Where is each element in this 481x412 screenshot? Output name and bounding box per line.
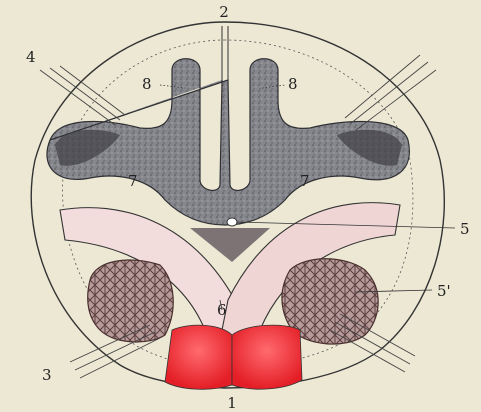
label-right-lateral: 5' (437, 282, 451, 300)
central-canal (227, 218, 237, 226)
pyramid-right (232, 325, 302, 389)
label-wing-left: 7 (128, 172, 138, 190)
label-bottom: 1 (227, 394, 237, 412)
label-left-upper: 4 (26, 48, 36, 66)
label-horn-left: 8 (142, 75, 152, 93)
pyramid-left (165, 325, 232, 389)
label-wing-right: 7 (300, 172, 310, 190)
label-decussation: 6 (217, 301, 227, 319)
reticular-left (88, 260, 174, 342)
nerve-root-upper-left (40, 66, 125, 125)
label-center-canal: 5 (460, 220, 470, 238)
label-top: 2 (219, 3, 229, 21)
label-left-lower: 3 (42, 366, 52, 384)
label-horn-right: 8 (288, 75, 298, 93)
